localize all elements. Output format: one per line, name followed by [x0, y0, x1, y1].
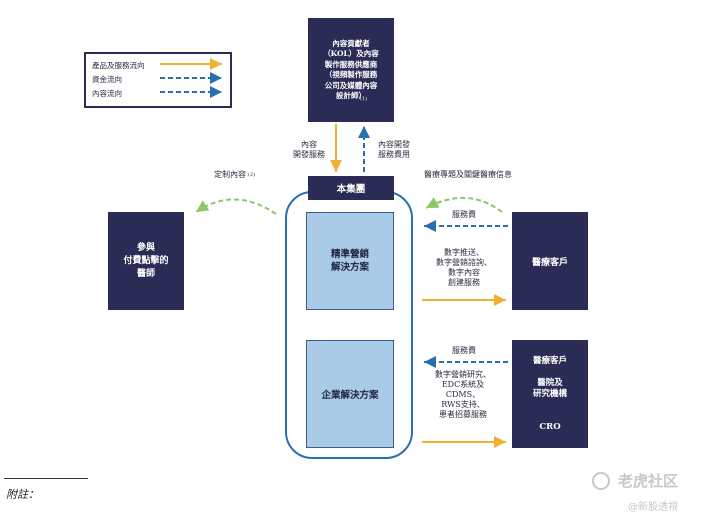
watermark-logo-icon: [592, 472, 610, 490]
label-custom-content: 定制內容: [214, 170, 246, 179]
enterprise-label: 企業解決方案: [321, 390, 379, 401]
watermark-sub: @新股透視: [628, 502, 678, 513]
kol-node: 內容貢獻者 （KOL）及內容 製作服務供應商 （視頻製作服務 公司及媒體內容 設…: [308, 18, 394, 122]
label-fee-1: 服務費: [452, 210, 476, 219]
kol-note: (1): [360, 96, 368, 102]
label-content-dev-fee: 內容開發 服務費用: [378, 140, 410, 159]
label-medical-topics: 醫療專題及關鍵醫療信息: [424, 170, 512, 179]
legend-label-money: 資金流向: [92, 75, 122, 84]
precision-label: 精準營銷 解決方案: [330, 249, 369, 273]
medical-client-node-2: 醫療客戶 醫院及 研究機構 CRO: [512, 340, 588, 448]
doctors-label: 參與 付費點擊的 醫師: [123, 242, 169, 279]
group-label: 本集團: [336, 184, 366, 195]
label-services-2: 數字營銷研究、 EDC系統及 CDMS、 RWS支持、 患者招募服務: [435, 370, 491, 419]
legend-label-product: 產品及服務流向: [92, 61, 145, 70]
legend-label-content: 內容流向: [92, 89, 122, 98]
label-services-1: 數字推送、 數字營銷諮詢、 數字內容 創建服務: [436, 248, 492, 287]
label-custom-note: (2): [248, 172, 256, 178]
footnote-rule: [4, 478, 88, 479]
label-fee-2: 服務費: [452, 346, 476, 355]
arrow-custom-content: [195, 198, 277, 215]
medical-client-node-1: 醫療客戶: [512, 212, 588, 310]
group-node: 本集團: [308, 176, 394, 200]
client1-label: 醫療客戶: [531, 257, 568, 268]
arrow-medical-topics: [425, 197, 503, 213]
legend: 產品及服務流向 資金流向 內容流向: [84, 52, 232, 108]
precision-marketing-node: 精準營銷 解決方案: [306, 212, 394, 310]
watermark-brand: 老虎社区: [618, 472, 679, 490]
footnote-label: 附註：: [6, 488, 39, 501]
client2-label: 醫療客戶 醫院及 研究機構 CRO: [532, 355, 567, 432]
enterprise-solution-node: 企業解決方案: [306, 340, 394, 448]
kol-label: 內容貢獻者 （KOL）及內容 製作服務供應商 （視頻製作服務 公司及媒體內容 設…: [323, 38, 379, 101]
label-content-dev-service: 內容 開發服務: [293, 140, 325, 159]
doctors-node: 參與 付費點擊的 醫師: [108, 212, 184, 310]
